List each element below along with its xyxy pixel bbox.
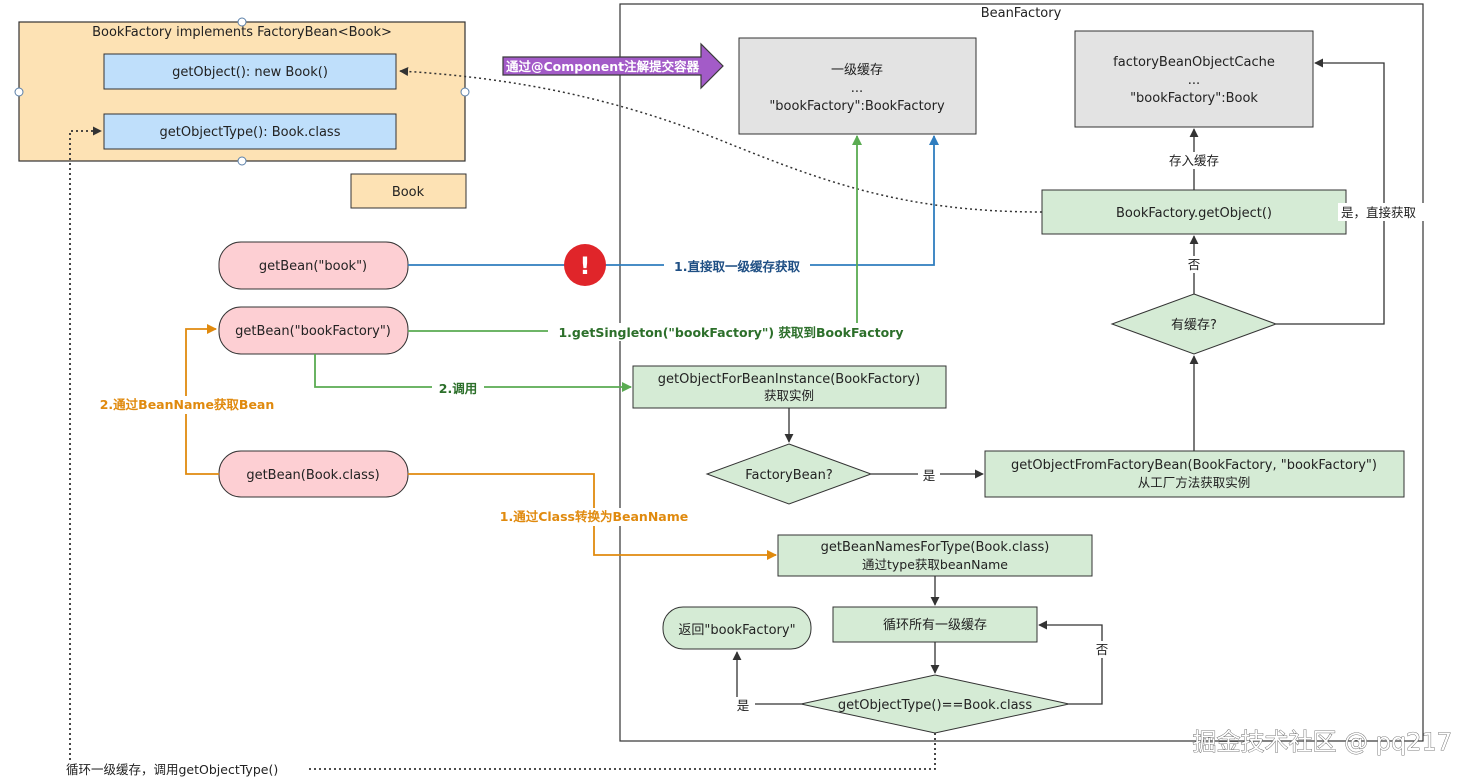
get-singleton-arrow	[408, 135, 862, 332]
object-type-yes-arrow	[732, 651, 801, 705]
get-bean-names-for-type-line2: 通过type获取beanName	[862, 557, 1008, 572]
get-object-label: getObject(): new Book()	[172, 65, 328, 80]
get-object-type-box[interactable]	[103, 113, 397, 150]
get-object-from-factory-bean-line1: getObjectFromFactoryBean(BookFactory, "b…	[1011, 458, 1377, 473]
class-to-beanname-label: 1.通过Class转换为BeanName	[500, 509, 688, 524]
factory-bean-diamond[interactable]	[705, 443, 873, 505]
watermark: 掘金技术社区 @ pq217	[1192, 728, 1452, 756]
get-object-from-factory-bean-line2: 从工厂方法获取实例	[1138, 475, 1251, 490]
get-object-for-bean-instance-box[interactable]	[632, 365, 947, 409]
object-type-check-label: getObjectType()==Book.class	[838, 698, 1032, 713]
bean-factory-container	[619, 3, 1424, 742]
get-bean-book-label: getBean("book")	[259, 259, 367, 274]
yes-direct-label: 是，直接获取	[1341, 205, 1417, 220]
by-beanname-label: 2.通过BeanName获取Bean	[100, 397, 275, 412]
get-bean-bookfactory-label: getBean("bookFactory")	[235, 324, 391, 339]
book-box[interactable]	[350, 173, 467, 209]
first-level-cache-line2: ...	[851, 81, 863, 96]
no-label-1-bg	[1184, 256, 1204, 273]
direct-cache-arrow	[408, 135, 939, 266]
yes-direct-arrow	[1276, 58, 1385, 325]
class-to-beanname-label-bg	[492, 508, 696, 526]
return-bookfactory-label: 返回"bookFactory"	[678, 623, 795, 638]
loop-cache-label: 循环所有一级缓存	[883, 618, 987, 633]
by-beanname-label-bg	[92, 396, 282, 414]
call-label-bg	[432, 380, 484, 397]
call-label: 2.调用	[439, 381, 477, 396]
yes-label-2-bg	[731, 697, 755, 714]
no-label-1: 否	[1188, 257, 1201, 272]
store-cache-label-bg	[1162, 152, 1226, 169]
get-object-for-bean-instance-line1: getObjectForBeanInstance(BookFactory)	[658, 372, 920, 387]
object-cache-line1: factoryBeanObjectCache	[1113, 55, 1275, 70]
yes-label-1-bg	[918, 467, 940, 484]
bottom-loop-label-bg	[64, 761, 306, 777]
yes-label-2: 是	[737, 698, 750, 713]
selection-handle-left[interactable]	[14, 87, 24, 97]
has-cache-diamond[interactable]	[1110, 293, 1278, 355]
book-label: Book	[392, 185, 425, 200]
book-factory-get-object-label: BookFactory.getObject()	[1116, 206, 1272, 221]
alert-icon-glyph: !	[580, 252, 591, 280]
get-bean-names-for-type-line1: getBeanNamesForType(Book.class)	[821, 540, 1050, 555]
selection-handle-right[interactable]	[460, 87, 470, 97]
first-level-cache-line1: 一级缓存	[831, 63, 883, 78]
get-bean-names-for-type-box[interactable]	[777, 534, 1093, 577]
no-label-2: 否	[1096, 642, 1109, 657]
book-factory-get-object-box[interactable]	[1041, 189, 1347, 235]
factory-bean-object-cache-box[interactable]	[1074, 30, 1314, 128]
object-type-no-arrow	[1038, 620, 1103, 705]
bean-factory-title: BeanFactory	[981, 6, 1062, 21]
no-label-2-bg	[1092, 641, 1112, 658]
get-bean-class-label: getBean(Book.class)	[246, 468, 379, 483]
first-level-cache-line3: "bookFactory":BookFactory	[769, 99, 945, 114]
bottom-loop-label: 循环一级缓存，调用getObjectType()	[66, 762, 278, 777]
get-object-type-label: getObjectType(): Book.class	[160, 125, 341, 140]
selection-handle-top[interactable]	[237, 17, 247, 27]
first-level-cache-box[interactable]	[738, 37, 977, 135]
store-cache-label: 存入缓存	[1169, 153, 1219, 168]
factory-bean-label: FactoryBean?	[745, 468, 833, 483]
object-cache-line3: "bookFactory":Book	[1130, 91, 1258, 106]
direct-cache-label: 1.直接取一级缓存获取	[674, 259, 800, 274]
get-singleton-label: 1.getSingleton("bookFactory") 获取到BookFac…	[558, 325, 903, 340]
yes-direct-label-bg	[1338, 203, 1430, 221]
selection-handle-bottom[interactable]	[237, 156, 247, 166]
component-arrow-label: 通过@Component注解提交容器	[506, 59, 700, 74]
get-object-box[interactable]	[103, 53, 397, 90]
direct-cache-label-bg	[664, 257, 810, 275]
alert-icon	[564, 244, 606, 286]
factory-container-title: BookFactory implements FactoryBean<Book>	[92, 25, 392, 40]
has-cache-label: 有缓存?	[1171, 318, 1217, 333]
return-bookfactory-node[interactable]	[662, 606, 812, 650]
get-object-from-factory-bean-box[interactable]	[984, 450, 1405, 498]
object-cache-line2: ...	[1188, 73, 1200, 88]
component-submit-arrow	[502, 42, 724, 90]
get-object-for-bean-instance-line2: 获取实例	[764, 388, 814, 403]
loop-cache-box[interactable]	[832, 606, 1038, 643]
call-arrow	[314, 354, 632, 392]
yes-label-1: 是	[923, 468, 936, 483]
get-singleton-label-bg	[548, 323, 914, 341]
